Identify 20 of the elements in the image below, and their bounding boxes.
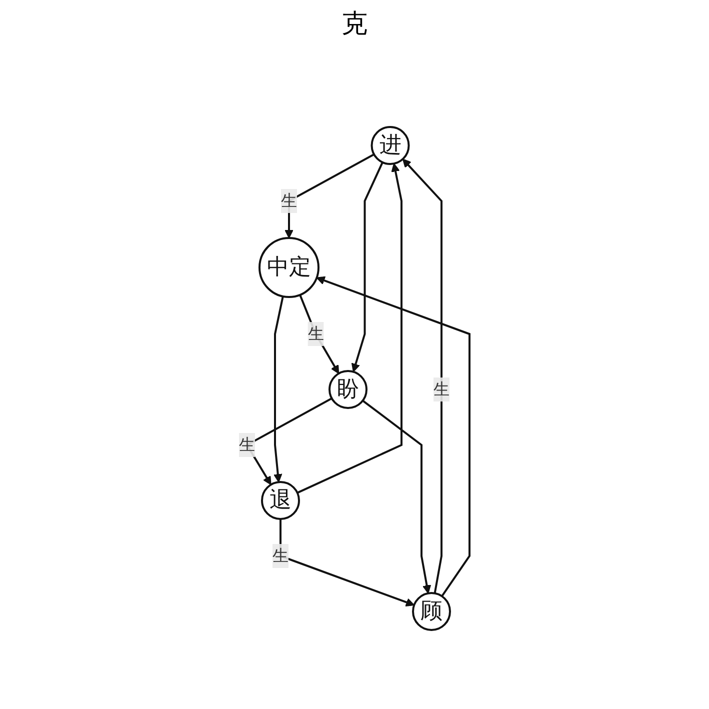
- node-circle: 进: [371, 126, 410, 164]
- node-circle: 中定: [258, 236, 320, 298]
- arrow: [274, 296, 284, 482]
- center-label: 克: [342, 9, 368, 39]
- arrow: [299, 294, 340, 374]
- edge-label: 生: [281, 190, 298, 210]
- node-circle: 退: [261, 480, 300, 520]
- arrow: [297, 162, 403, 494]
- arrow: [284, 153, 375, 238]
- edge-label: 生: [239, 434, 256, 454]
- arrow: [280, 518, 415, 606]
- edge-label: 生: [308, 324, 324, 342]
- arrow: [316, 276, 471, 596]
- edge-label: 生: [434, 379, 450, 398]
- arrow: [402, 158, 443, 593]
- node-circle: 顾: [412, 592, 452, 630]
- arrow: [362, 399, 432, 594]
- node-circle: 盼: [328, 370, 368, 408]
- edge-label: 生: [272, 546, 289, 564]
- arrow: [352, 161, 384, 372]
